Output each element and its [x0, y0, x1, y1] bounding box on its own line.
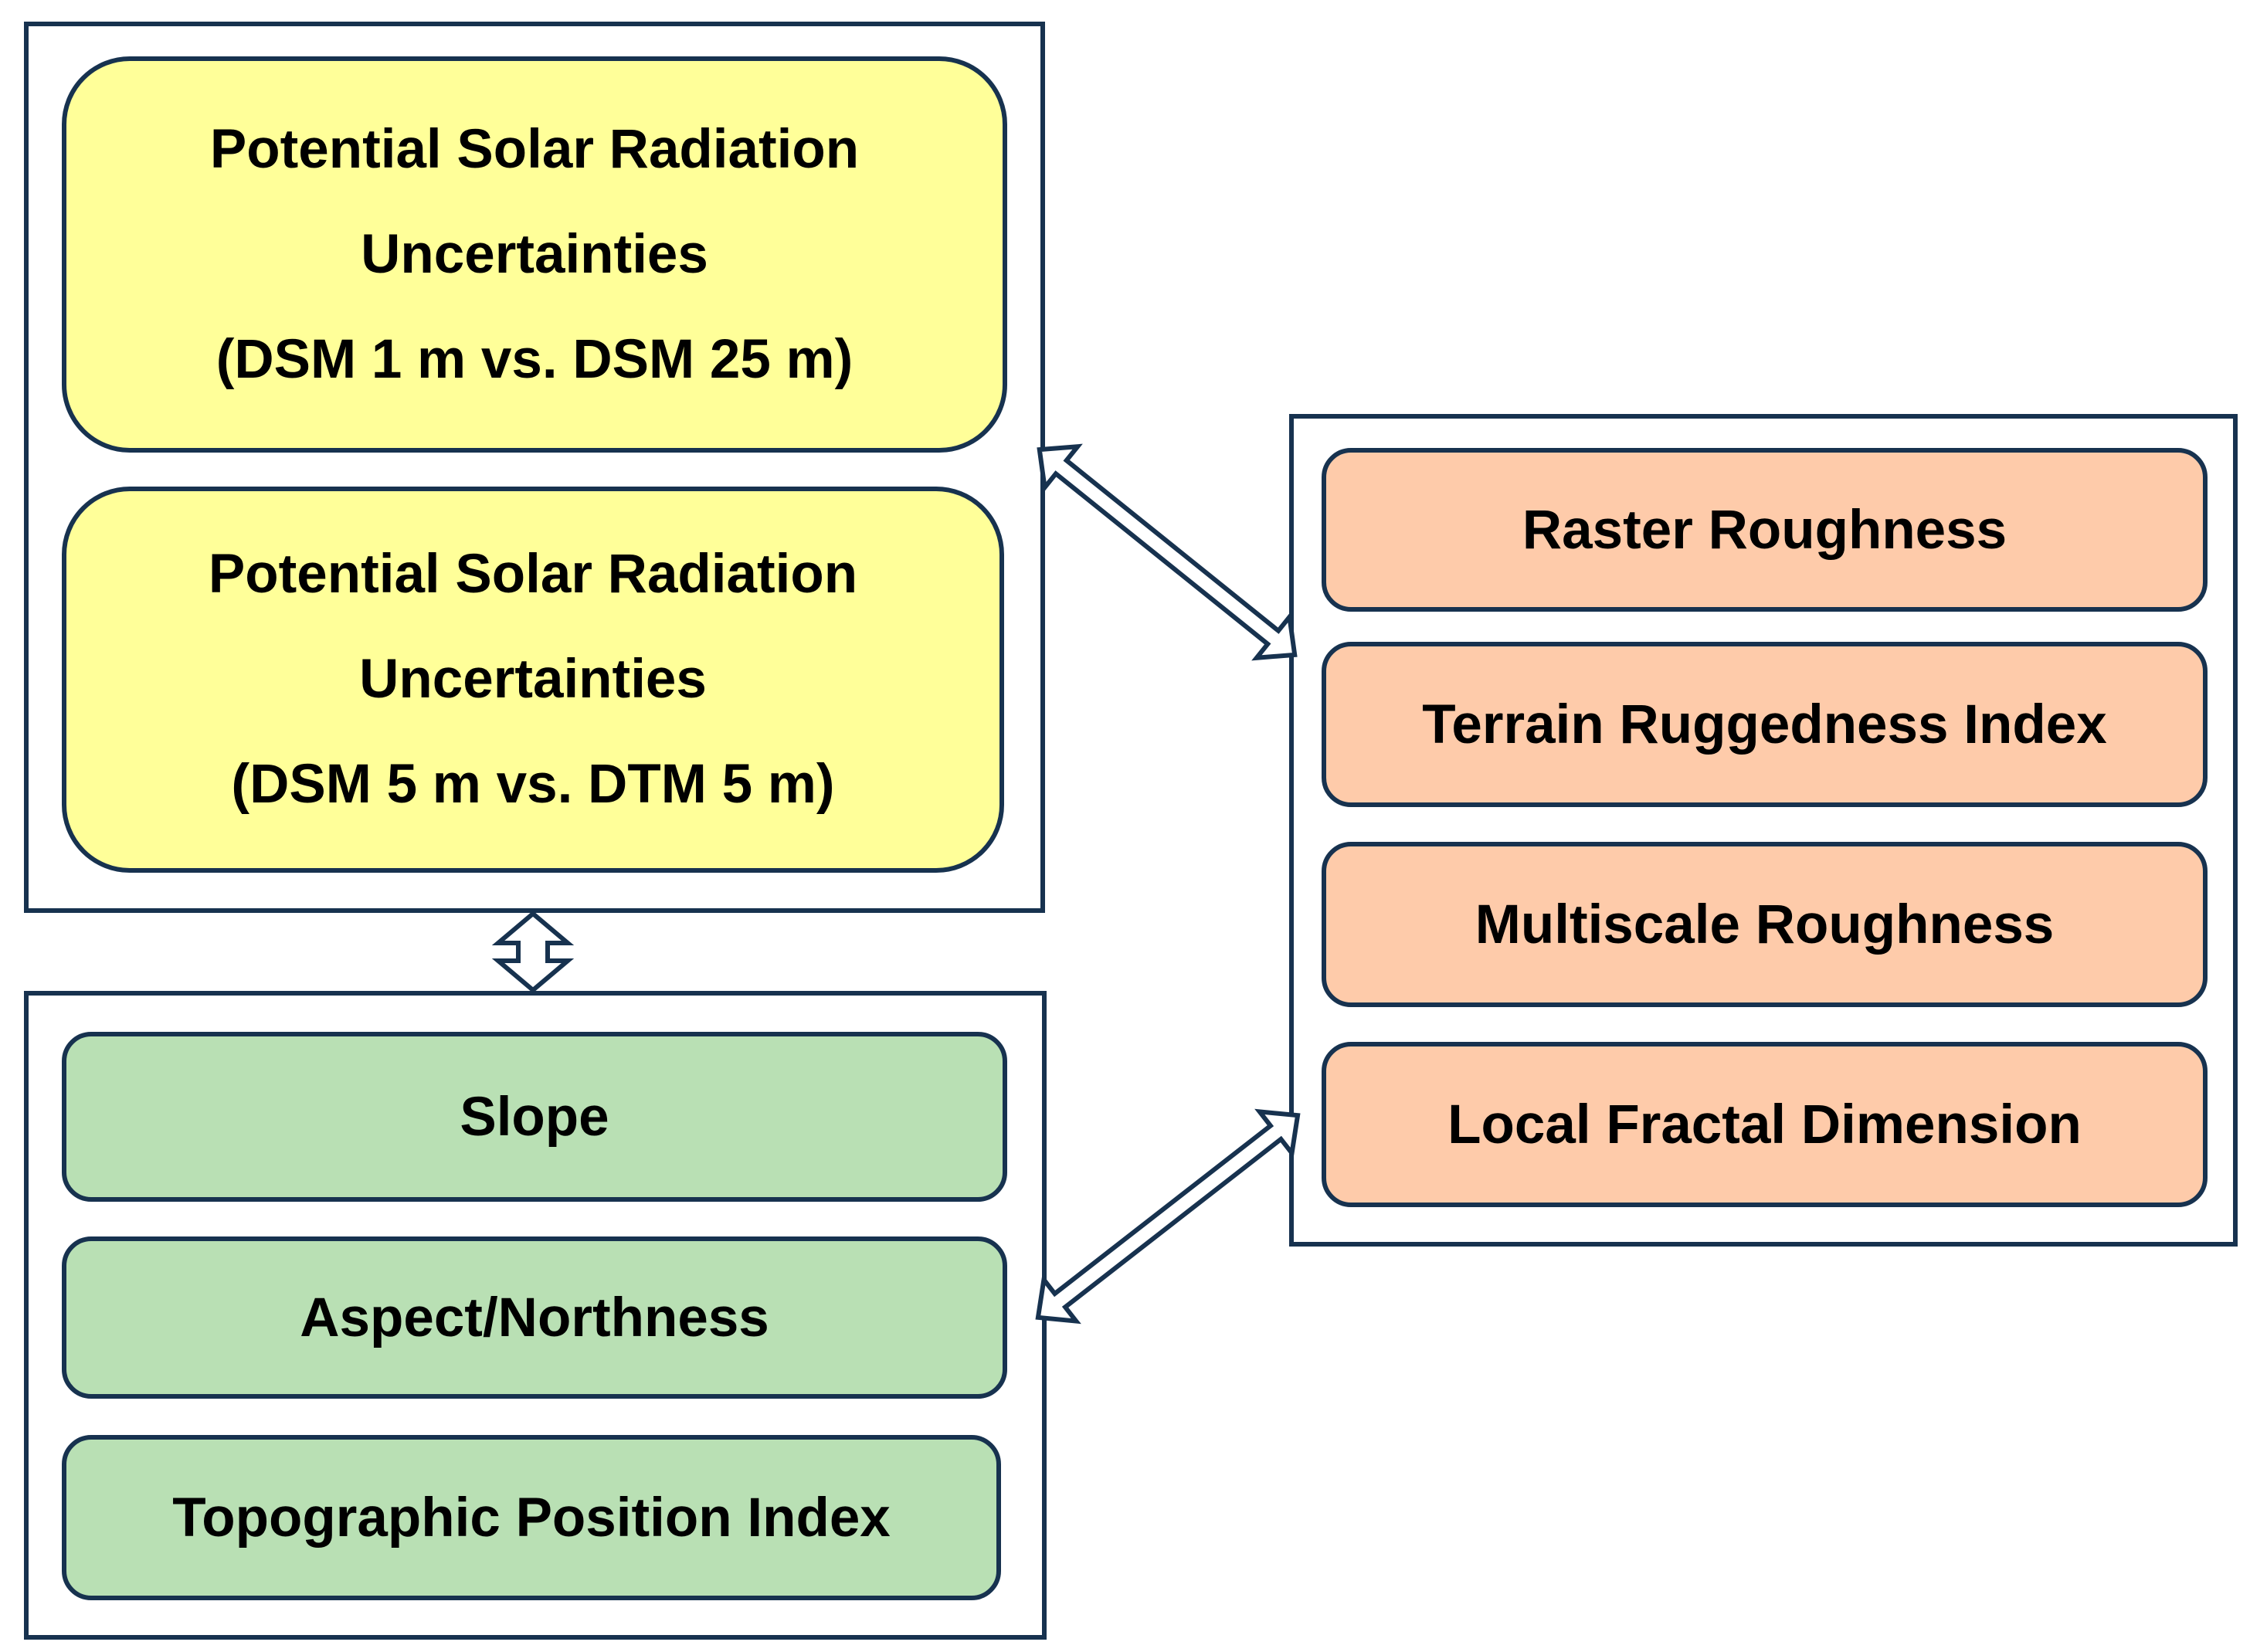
arrow-terrain-roughness: [1035, 1108, 1301, 1325]
radiation-node-2: Potential Solar Radiation Uncertainties …: [62, 487, 1004, 873]
roughness-node-tri: Terrain Ruggedness Index: [1322, 642, 2208, 807]
terrain-node-slope-label: Slope: [460, 1086, 609, 1148]
terrain-node-aspect-label: Aspect/Northness: [300, 1287, 769, 1348]
roughness-node-raster-label: Raster Roughness: [1522, 499, 2007, 561]
radiation-node-1-line2: Uncertainties: [361, 223, 708, 285]
terrain-node-tpi-label: Topographic Position Index: [172, 1487, 891, 1549]
terrain-node-slope: Slope: [62, 1032, 1007, 1202]
radiation-node-1: Potential Solar Radiation Uncertainties …: [62, 56, 1007, 453]
arrow-radiation-terrain: [491, 911, 575, 993]
radiation-node-1-line1: Potential Solar Radiation: [209, 118, 860, 180]
roughness-node-lfd: Local Fractal Dimension: [1322, 1042, 2208, 1207]
roughness-node-raster: Raster Roughness: [1322, 448, 2208, 612]
roughness-node-lfd-label: Local Fractal Dimension: [1447, 1094, 2082, 1155]
terrain-node-tpi: Topographic Position Index: [62, 1435, 1001, 1600]
radiation-node-2-line2: Uncertainties: [359, 649, 707, 710]
radiation-node-2-line1: Potential Solar Radiation: [208, 544, 858, 605]
arrow-radiation-roughness: [1037, 443, 1298, 661]
roughness-node-multiscale-label: Multiscale Roughness: [1475, 894, 2055, 955]
terrain-node-aspect: Aspect/Northness: [62, 1236, 1007, 1399]
roughness-node-multiscale: Multiscale Roughness: [1322, 842, 2208, 1007]
radiation-node-2-line3: (DSM 5 m vs. DTM 5 m): [231, 754, 835, 815]
radiation-node-1-line3: (DSM 1 m vs. DSM 25 m): [215, 328, 854, 390]
roughness-node-tri-label: Terrain Ruggedness Index: [1422, 694, 2107, 755]
